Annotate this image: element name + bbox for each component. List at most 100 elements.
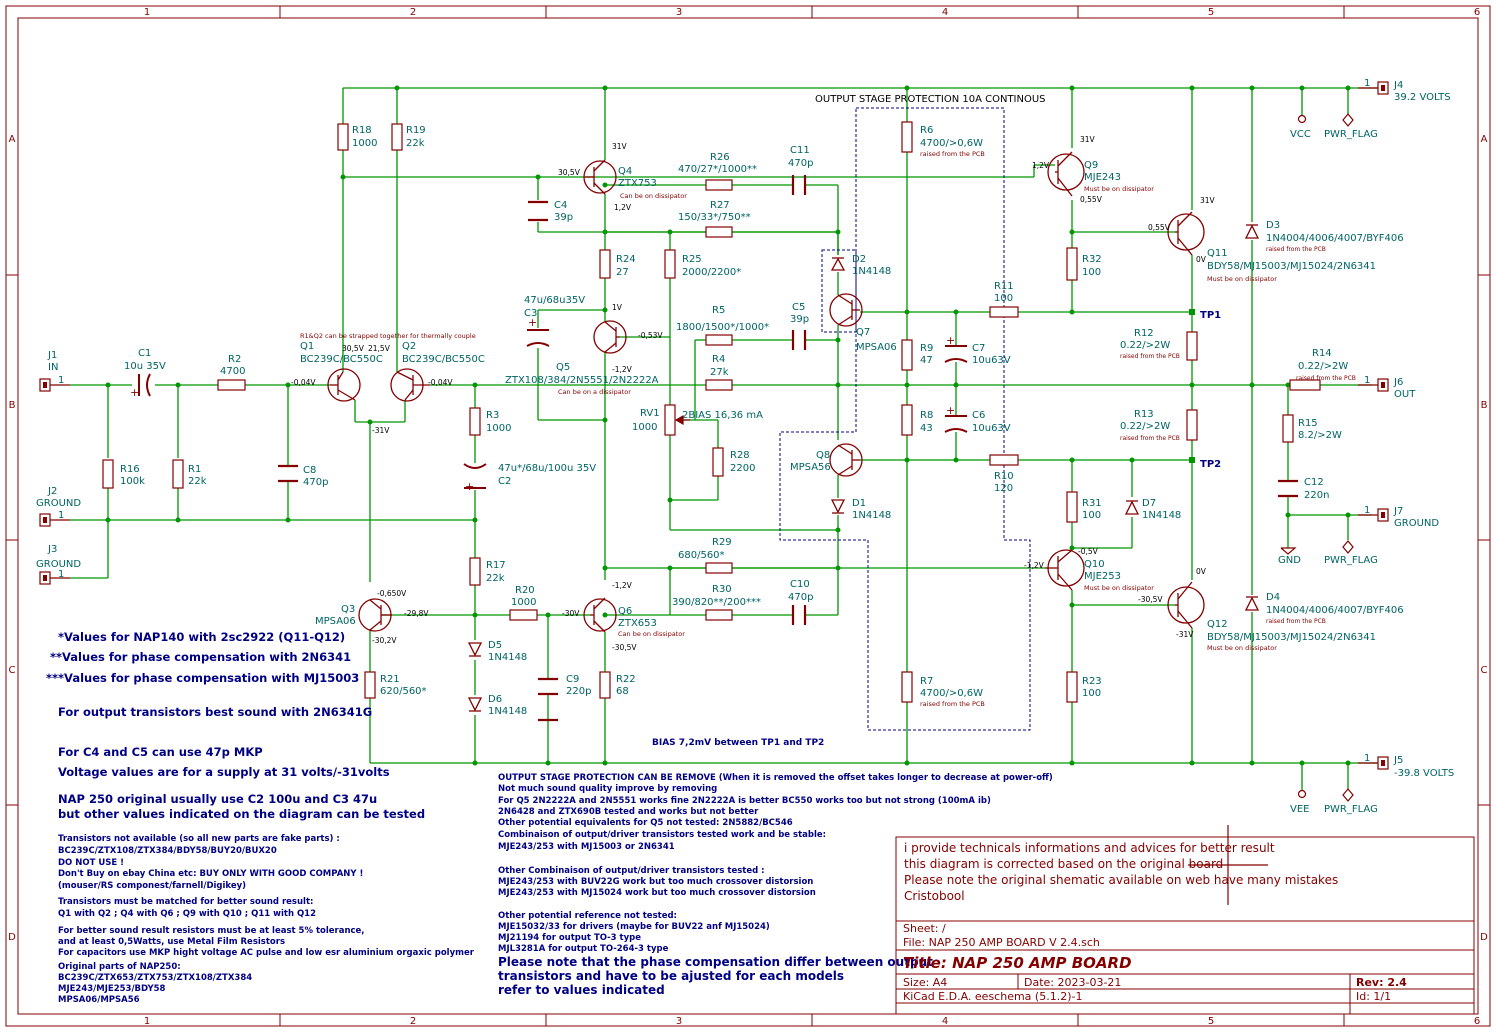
frame-row-label: D (8, 932, 16, 943)
part-c11-ref: C11 (790, 145, 810, 156)
frame-row-label: C (9, 665, 16, 676)
part-c9-val: 220p (566, 686, 591, 697)
voltage-q4-e: 31V (612, 142, 628, 151)
part-q8-ref: Q8 (816, 450, 830, 461)
connector-label-j7-ref: J7 (1393, 506, 1403, 517)
part-c6-ref: C6 (972, 410, 985, 421)
frame-col-label: 3 (676, 7, 682, 18)
test-point-markers (1189, 309, 1195, 463)
voltage-q6-e: -30,5V (612, 643, 637, 652)
connector-pin-dots (43, 85, 1385, 766)
part-r26-val: 470/27*/1000** (678, 164, 757, 175)
protection-title: OUTPUT STAGE PROTECTION 10A CONTINOUS (815, 94, 1046, 105)
part-r12-ref: R12 (1134, 328, 1154, 339)
part-q5-val: ZTX108/384/2N5551/2N2222A (505, 375, 659, 386)
tb-size: Size: A4 (903, 976, 947, 989)
connector-stubs (50, 87, 1378, 764)
voltage-q3-b: -29,8V (404, 609, 429, 618)
part-d3-val: 1N4004/4006/4007/BYF406 (1266, 233, 1404, 244)
tb-title: Title: NAP 250 AMP BOARD (903, 954, 1132, 972)
voltage-q9-b: 1,2V (1032, 161, 1050, 170)
note-left-line: ***Values for phase compensation with MJ… (46, 671, 359, 685)
part-q10-val: MJE253 (1084, 571, 1121, 582)
connector-label-j5-value: -39.8 VOLTS (1394, 768, 1454, 779)
note-left-line: BC239C/ZTX108/ZTX384/BDY58/BUY20/BUX20 (58, 846, 277, 856)
part-q2-val: BC239C/BC550C (402, 354, 485, 365)
voltage-q6-b: -30V (562, 609, 580, 618)
part-r22-val: 68 (616, 686, 629, 697)
part-c2-val: 47u*/68u/100u 35V (498, 463, 596, 474)
voltage-q5-b: -0,53V (638, 331, 663, 340)
part-q6-ref: Q6 (618, 606, 632, 617)
part-r1-val: 22k (188, 476, 207, 487)
frame-row-label: D (1480, 932, 1488, 943)
voltage-q11-e: 0V (1196, 255, 1207, 264)
part-d4-val: 1N4004/4006/4007/BYF406 (1266, 605, 1404, 616)
part-q9-ref: Q9 (1084, 160, 1098, 171)
part-d3-ref: D3 (1266, 220, 1280, 231)
part-c3-val: 47u/68u35V (524, 295, 585, 306)
voltage-q10-b: -1,2V (1024, 561, 1045, 570)
voltage-q10-e: -0,5V (1078, 547, 1099, 556)
part-c7-val: 10u63V (972, 355, 1011, 366)
note-middle-line: Please note that the phase compensation … (498, 955, 933, 969)
voltage-q6-c: -1,2V (612, 581, 633, 590)
note-left-line: For capacitors use MKP hight voltage AC … (58, 948, 475, 958)
part-c9-ref: C9 (566, 674, 579, 685)
frame-col-label: 4 (942, 7, 948, 18)
note-left-line: Transistors not available (so all new pa… (58, 834, 340, 844)
connector-label-j3-ref: J3 (47, 544, 57, 555)
connector-label-j2-ref: J2 (47, 486, 57, 497)
q1q2-thermal-note: R1&Q2 can be strapped together for therm… (300, 332, 476, 340)
part-c8-val: 470p (303, 477, 328, 488)
note-left-line: DO NOT USE ! (58, 858, 124, 868)
part-d7-val: 1N4148 (1142, 510, 1181, 521)
part-r3-val: 1000 (486, 423, 511, 434)
drawing-frame (5, 5, 1491, 1027)
part-q5-note: Can be on a dissipator (558, 388, 631, 396)
note-left-line: MJE243/MJE253/BDY58 (58, 984, 166, 994)
part-r20-val: 1000 (511, 597, 536, 608)
part-r7-val: 4700/>0,6W (920, 688, 983, 699)
part-r7-ref: R7 (920, 676, 933, 687)
note-middle-line: MJE243/253 with MJ15003 or 2N6341 (498, 842, 675, 852)
part-r9-val: 47 (920, 355, 933, 366)
voltage-q5-e: -1,2V (612, 365, 633, 374)
frame-row-label: A (1481, 134, 1488, 145)
part-r21-ref: R21 (380, 674, 400, 685)
transistor-symbols (327, 151, 1205, 633)
part-r6-note: raised from the PCB (920, 150, 985, 158)
note-left-line: **Values for phase compensation with 2N6… (50, 650, 351, 664)
note-left-line: For C4 and C5 can use 47p MKP (58, 745, 263, 759)
connector-label-j4-ref: J4 (1393, 80, 1403, 91)
part-c6-val: 10u63V (972, 423, 1011, 434)
voltage-q12-e: -31V (1176, 630, 1194, 639)
note-middle-line: MJE15032/33 for drivers (maybe for BUV22… (498, 922, 770, 932)
voltage-q1-c2: 21,5V (368, 344, 391, 353)
note-middle-line: 2N6428 and ZTX690B tested and works but … (498, 807, 759, 817)
protection-dashed-outline (779, 107, 1031, 731)
part-q8-val: MPSA56 (790, 462, 831, 473)
part-c8-ref: C8 (303, 465, 316, 476)
part-r19-val: 22k (406, 138, 425, 149)
note-middle-line: MJE243/253 with BUV22G work but too much… (498, 877, 813, 887)
part-r26-ref: R26 (710, 152, 730, 163)
vee-label: VEE (1290, 804, 1309, 815)
connector-label-j6-pin: 1 (1364, 375, 1370, 386)
connector-label-j7-value: GROUND (1394, 518, 1439, 529)
bias-note: BIAS 7,2mV between TP1 and TP2 (652, 738, 824, 748)
part-r10-ref: R10 (994, 471, 1014, 482)
note-middle-line: transistors and have to be ajusted for e… (498, 969, 844, 983)
tb-file: File: NAP 250 AMP BOARD V 2.4.sch (903, 936, 1100, 949)
tb-tool: KiCad E.D.A. eeschema (5.1.2)-1 (903, 990, 1082, 1003)
info-box-line: Please note the original shematic availa… (904, 873, 1338, 887)
connector-label-j5-ref: J5 (1393, 755, 1403, 766)
part-r29-val: 680/560* (678, 550, 725, 561)
part-c4-val: 39p (554, 212, 573, 223)
tb-sheet: Sheet: / (903, 922, 946, 935)
part-r20-ref: R20 (515, 585, 535, 596)
part-r19-ref: R19 (406, 125, 426, 136)
part-q6-note: Can be on dissipator (618, 630, 685, 638)
tb-date: Date: 2023-03-21 (1024, 976, 1121, 989)
gnd-label: GND (1278, 555, 1301, 566)
